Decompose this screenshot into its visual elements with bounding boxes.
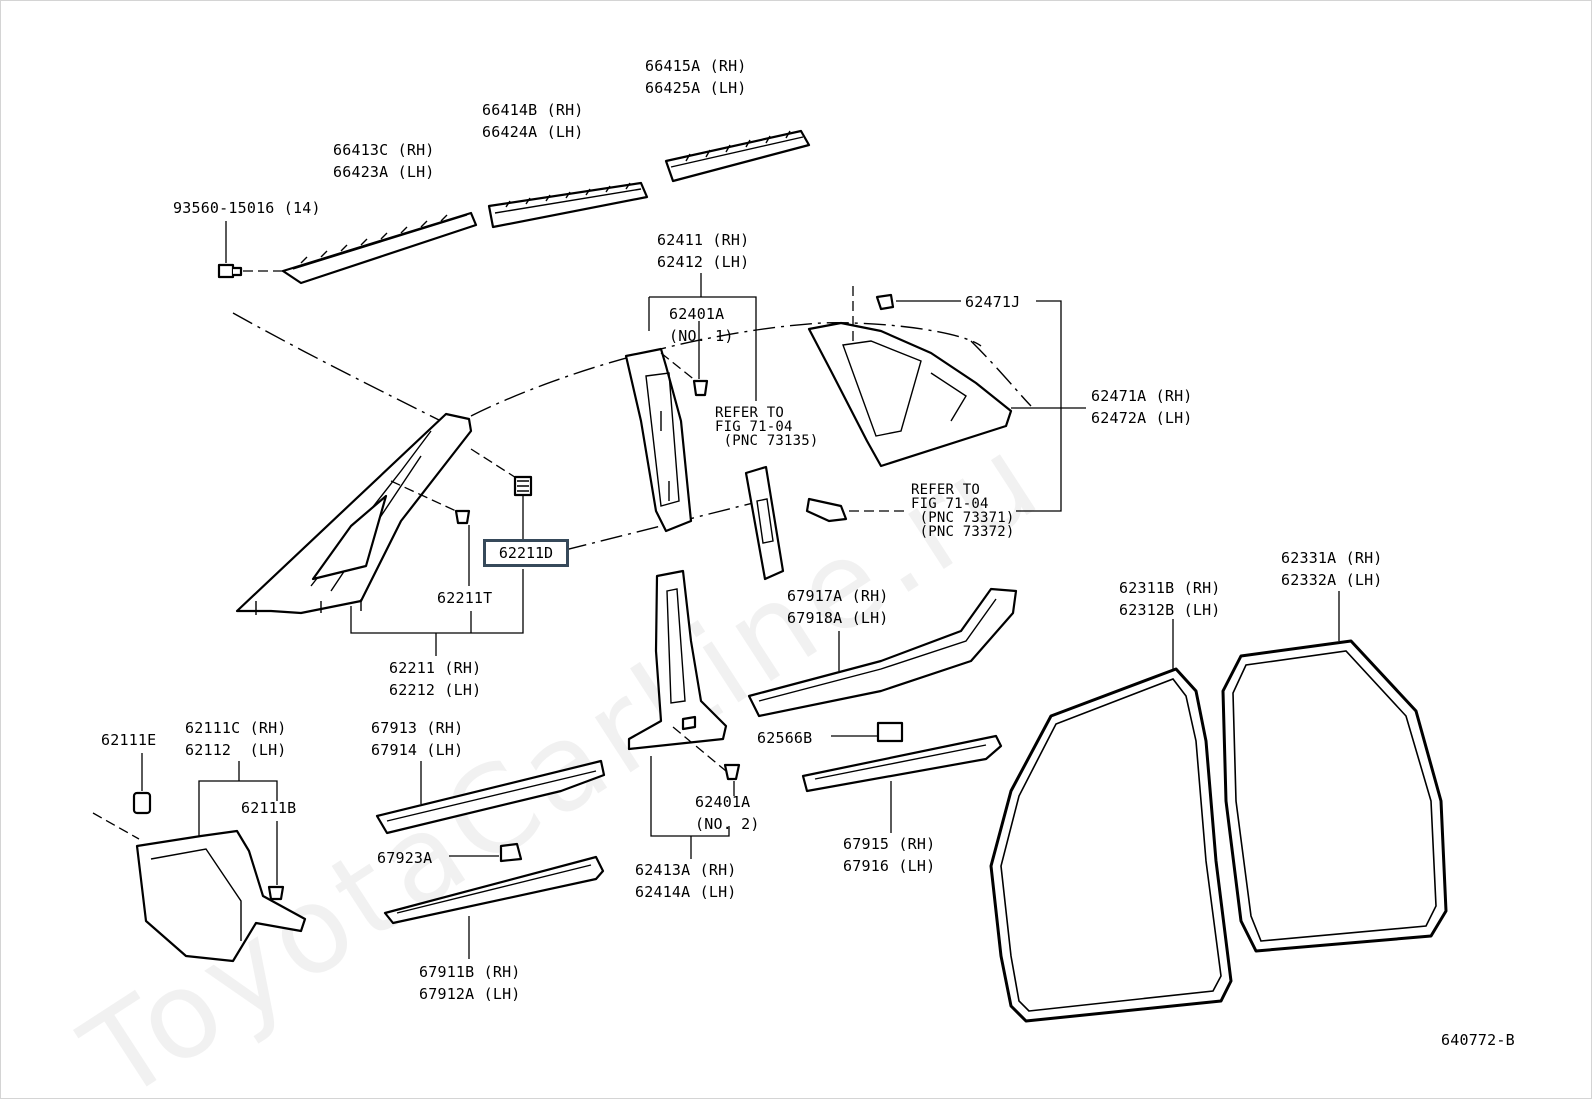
label-62111C[interactable]: 62111C (RH) 62112 (LH) [185,719,287,759]
label-62401A-no2[interactable]: 62401A (NO. 2) [695,793,760,833]
highlighted-part-62211D[interactable]: 62211D [483,539,569,567]
rear-scuff-plate-67917[interactable] [747,587,1018,718]
front-pillar-garnish-62211[interactable] [235,412,473,615]
rear-reference-line [970,340,1032,407]
label-62111B[interactable]: 62111B [241,799,297,817]
center-pillar-lower-garnish-62413[interactable] [627,569,728,751]
label-62566B[interactable]: 62566B [757,729,813,747]
roof-garnish-66413[interactable] [281,211,478,285]
refer-note-73371: REFER TO FIG 71-04 (PNC 73371) (PNC 7337… [911,482,1015,540]
diagram-code: 640772-B [1441,1031,1515,1049]
clip-62211D[interactable] [513,475,533,497]
rear-pillar-garnish-62471[interactable] [807,321,1013,468]
clip-62401A-no2[interactable] [723,763,741,781]
seat-belt-cover-73135[interactable] [744,465,785,581]
retractor-cover-73371[interactable] [805,497,848,523]
roof-arc-reference-line [470,322,982,417]
label-62401A-no1[interactable]: 62401A (NO. 1) [669,305,734,345]
label-62471J[interactable]: 62471J [965,293,1021,311]
clip-62111E[interactable] [132,791,152,815]
label-66415A[interactable]: 66415A (RH) 66425A (LH) [645,57,747,97]
clip-62111B[interactable] [267,885,285,901]
label-67911B[interactable]: 67911B (RH) 67912A (LH) [419,963,521,1003]
roof-garnish-66415[interactable] [664,129,811,183]
front-door-scuff-plate-67911[interactable] [383,855,605,925]
label-62111E[interactable]: 62111E [101,731,157,749]
label-62411[interactable]: 62411 (RH) 62412 (LH) [657,231,750,271]
label-67917A[interactable]: 67917A (RH) 67918A (LH) [787,587,889,627]
cowl-side-trim-62111[interactable] [135,829,307,963]
label-93560-15016[interactable]: 93560-15016 (14) [173,199,321,217]
label-66414B[interactable]: 66414B (RH) 66424A (LH) [482,101,584,141]
clip-62566B[interactable] [876,721,904,743]
clip-67923A[interactable] [499,842,523,863]
center-pillar-upper-garnish-62411[interactable] [624,347,693,533]
label-62471A[interactable]: 62471A (RH) 62472A (LH) [1091,387,1193,427]
clip-62401A-no1[interactable] [692,379,709,397]
front-door-weatherstrip-62311[interactable] [989,667,1233,1023]
clip-62211T[interactable] [454,509,471,525]
label-67915[interactable]: 67915 (RH) 67916 (LH) [843,835,936,875]
front-scuff-plate-67913[interactable] [375,759,606,835]
label-66413C[interactable]: 66413C (RH) 66423A (LH) [333,141,435,181]
refer-note-73135-text: REFER TO FIG 71-04 (PNC 73135) [715,405,819,449]
clip-62471J[interactable] [875,293,895,311]
label-67923A[interactable]: 67923A [377,849,433,867]
label-62331A[interactable]: 62331A (RH) 62332A (LH) [1281,549,1383,589]
label-62413A[interactable]: 62413A (RH) 62414A (LH) [635,861,737,901]
label-62211T[interactable]: 62211T [437,589,493,607]
roof-reference-line [232,312,442,422]
label-62311B[interactable]: 62311B (RH) 62312B (LH) [1119,579,1221,619]
bolt-93560[interactable] [217,263,243,279]
label-67913[interactable]: 67913 (RH) 67914 (LH) [371,719,464,759]
roof-garnish-66414[interactable] [487,181,649,229]
rear-door-scuff-plate-67915[interactable] [801,734,1003,793]
label-62211[interactable]: 62211 (RH) 62212 (LH) [389,659,482,699]
rear-door-weatherstrip-62331[interactable] [1221,639,1448,953]
